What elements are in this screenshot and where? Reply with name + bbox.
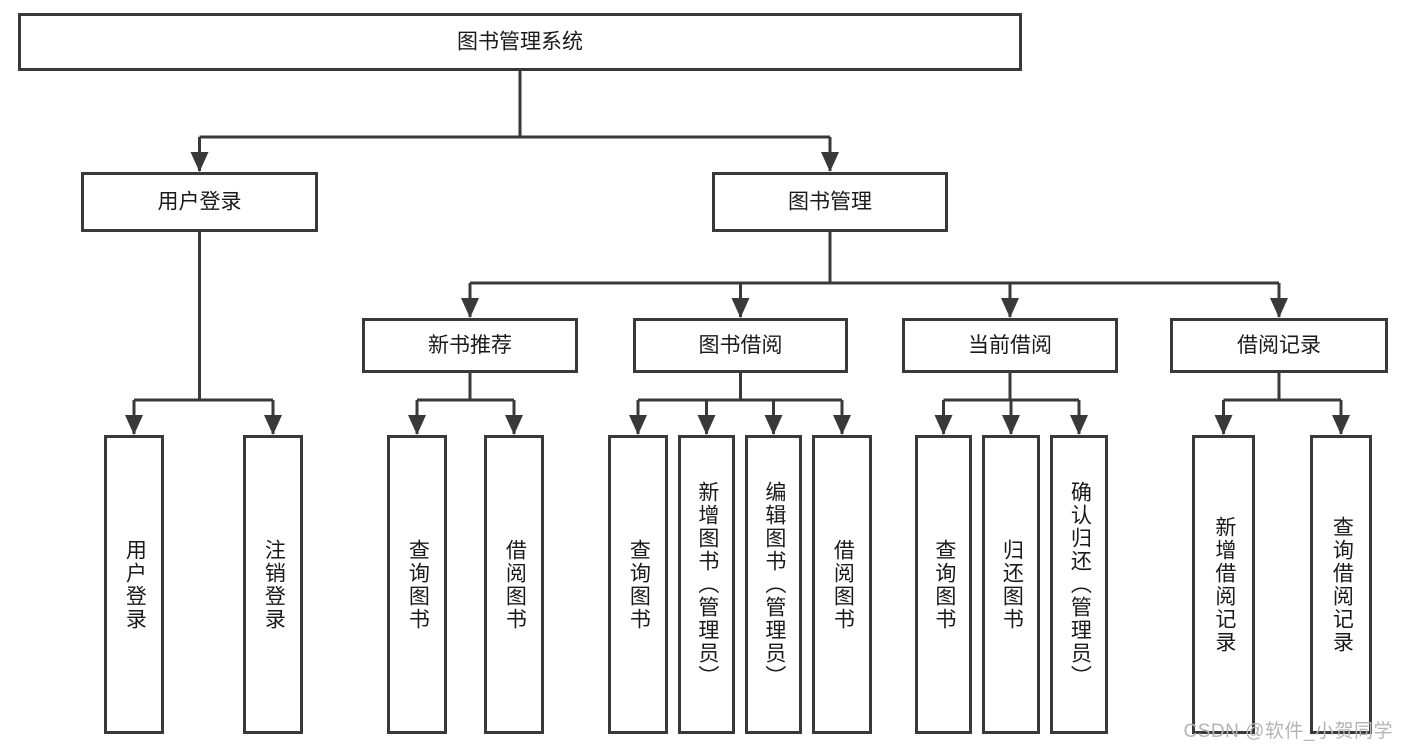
node-label-user-login: 用户登录 <box>158 191 242 214</box>
arrow-head-icon <box>190 152 209 172</box>
node-box-leaf-borrow-book-1[interactable] <box>484 435 544 734</box>
node-box-book-borrow[interactable] <box>633 318 848 373</box>
arrow-head-icon <box>833 415 851 435</box>
arrow-head-icon <box>1270 298 1288 318</box>
node-box-borrow-record[interactable] <box>1170 318 1388 373</box>
arrow-head-icon <box>1214 415 1233 435</box>
arrow-head-icon <box>1070 415 1088 435</box>
node-box-leaf-return-book[interactable] <box>982 435 1040 734</box>
arrow-head-icon <box>697 415 716 435</box>
arrow-head-icon <box>1332 415 1350 435</box>
node-label-book-borrow: 图书借阅 <box>699 334 783 357</box>
node-box-user-login[interactable] <box>81 172 318 232</box>
csdn-watermark: CSDN @软件_小贺同学 <box>1183 721 1393 742</box>
node-box-leaf-add-borrow-record[interactable] <box>1192 435 1255 734</box>
arrow-head-icon <box>461 298 479 318</box>
node-label-borrow-record: 借阅记录 <box>1237 334 1321 357</box>
node-box-leaf-user-login[interactable] <box>104 435 164 734</box>
arrow-head-icon <box>125 415 143 435</box>
node-box-new-book-recommend[interactable] <box>362 318 578 373</box>
arrow-head-icon <box>1001 298 1019 318</box>
arrow-head-icon <box>731 298 750 318</box>
arrow-head-icon <box>408 415 426 435</box>
node-label-current-borrow: 当前借阅 <box>968 334 1052 357</box>
node-box-current-borrow[interactable] <box>902 318 1118 373</box>
arrow-head-icon <box>264 415 282 435</box>
arrow-head-icon <box>934 415 953 435</box>
node-box-leaf-query-book-3[interactable] <box>915 435 972 734</box>
node-box-leaf-logout[interactable] <box>243 435 303 734</box>
node-label-root: 图书管理系统 <box>457 31 583 54</box>
node-boxes-layer <box>18 13 1388 734</box>
node-box-leaf-query-book-1[interactable] <box>387 435 447 734</box>
arrow-head-icon <box>821 152 839 172</box>
node-box-book-management[interactable] <box>712 172 948 232</box>
arrow-head-icon <box>764 415 783 435</box>
node-box-leaf-add-book[interactable] <box>678 435 735 734</box>
node-label-new-book-recommend: 新书推荐 <box>428 334 512 357</box>
node-box-leaf-borrow-book-2[interactable] <box>812 435 872 734</box>
connectors-layer <box>125 71 1350 435</box>
node-box-leaf-confirm-return[interactable] <box>1050 435 1108 734</box>
node-label-book-management: 图书管理 <box>788 191 872 214</box>
node-box-root[interactable] <box>18 13 1022 71</box>
node-box-leaf-edit-book[interactable] <box>745 435 802 734</box>
arrow-head-icon <box>1002 415 1020 435</box>
arrow-head-icon <box>629 415 647 435</box>
node-box-leaf-query-borrow-record[interactable] <box>1310 435 1372 734</box>
arrow-head-icon <box>505 415 523 435</box>
node-box-leaf-query-book-2[interactable] <box>608 435 668 734</box>
